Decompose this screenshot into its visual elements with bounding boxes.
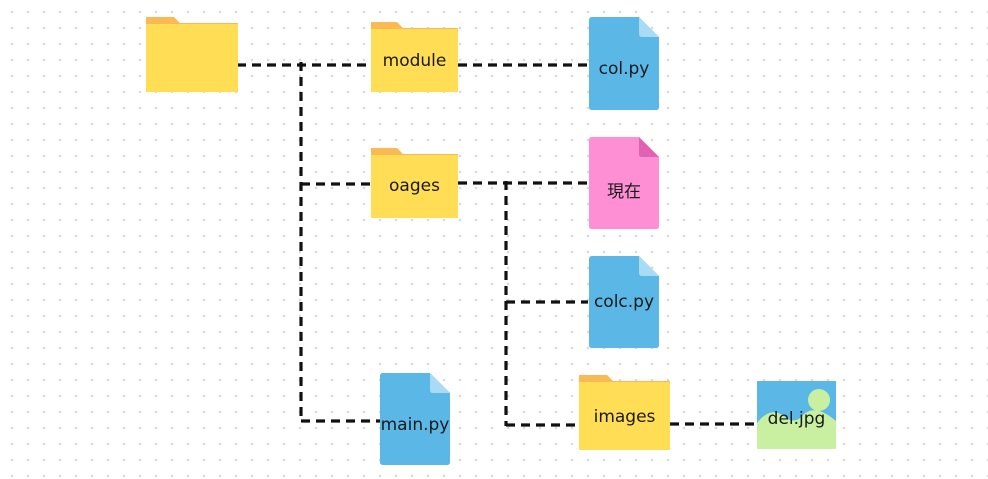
main-py-label: main.py bbox=[380, 415, 450, 435]
python-file-icon bbox=[589, 256, 659, 348]
col-py-file[interactable]: col.py bbox=[589, 17, 659, 110]
images-folder[interactable]: images bbox=[579, 375, 670, 450]
folder-icon bbox=[579, 375, 670, 450]
oages-folder-label: oages bbox=[389, 176, 440, 196]
module-folder[interactable]: module bbox=[371, 22, 458, 92]
folder-icon bbox=[371, 148, 458, 218]
folder-icon bbox=[146, 17, 238, 92]
main-py-file[interactable]: main.py bbox=[380, 373, 450, 465]
root-folder[interactable] bbox=[146, 17, 238, 92]
image-file-icon bbox=[757, 381, 836, 449]
colc-py-label: colc.py bbox=[593, 292, 655, 312]
file-icon bbox=[589, 137, 659, 229]
python-file-icon bbox=[589, 17, 659, 110]
images-folder-label: images bbox=[593, 407, 656, 427]
del-jpg-image[interactable]: del.jpg bbox=[757, 381, 836, 449]
genzai-file[interactable]: 現在 bbox=[589, 137, 659, 229]
module-folder-label: module bbox=[382, 51, 447, 71]
folder-icon bbox=[371, 22, 458, 92]
oages-folder[interactable]: oages bbox=[371, 148, 458, 218]
col-py-label: col.py bbox=[598, 59, 650, 79]
del-jpg-label: del.jpg bbox=[767, 409, 826, 429]
genzai-file-label: 現在 bbox=[607, 182, 641, 202]
python-file-icon bbox=[380, 373, 450, 465]
colc-py-file[interactable]: colc.py bbox=[589, 256, 659, 348]
